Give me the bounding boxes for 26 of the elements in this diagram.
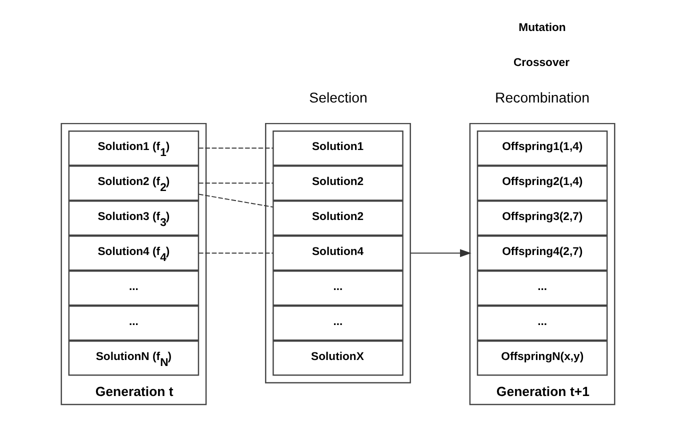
node-box: Offspring2(1,4) bbox=[476, 166, 608, 201]
node-box: OffspringN(x,y) bbox=[476, 340, 608, 376]
connector bbox=[198, 148, 274, 149]
node-box: Solution4 bbox=[272, 236, 404, 271]
node-box: ... bbox=[272, 306, 404, 341]
label: Selection bbox=[309, 90, 368, 106]
label: Mutation bbox=[518, 22, 566, 34]
node-box: ... bbox=[476, 270, 608, 306]
node-box: ... bbox=[272, 270, 404, 306]
node-box: SolutionX bbox=[272, 340, 404, 376]
label: Recombination bbox=[495, 90, 590, 106]
node-box: Offspring4(2,7) bbox=[476, 236, 608, 271]
node-box: ... bbox=[476, 306, 608, 341]
arrow bbox=[410, 249, 472, 258]
connector bbox=[198, 194, 274, 208]
node-box: Solution1 bbox=[272, 130, 404, 166]
node-box: Offspring3(2,7) bbox=[476, 200, 608, 236]
node-box: ... bbox=[68, 270, 200, 306]
node-box: Offspring1(1,4) bbox=[476, 130, 608, 166]
cluster bbox=[265, 122, 411, 384]
connector bbox=[198, 182, 274, 184]
connector bbox=[198, 252, 274, 254]
node-box: Solution2 bbox=[272, 200, 404, 236]
label: Crossover bbox=[513, 56, 570, 69]
node-box: Solution2 bbox=[272, 166, 404, 201]
node-box: ... bbox=[68, 306, 200, 341]
